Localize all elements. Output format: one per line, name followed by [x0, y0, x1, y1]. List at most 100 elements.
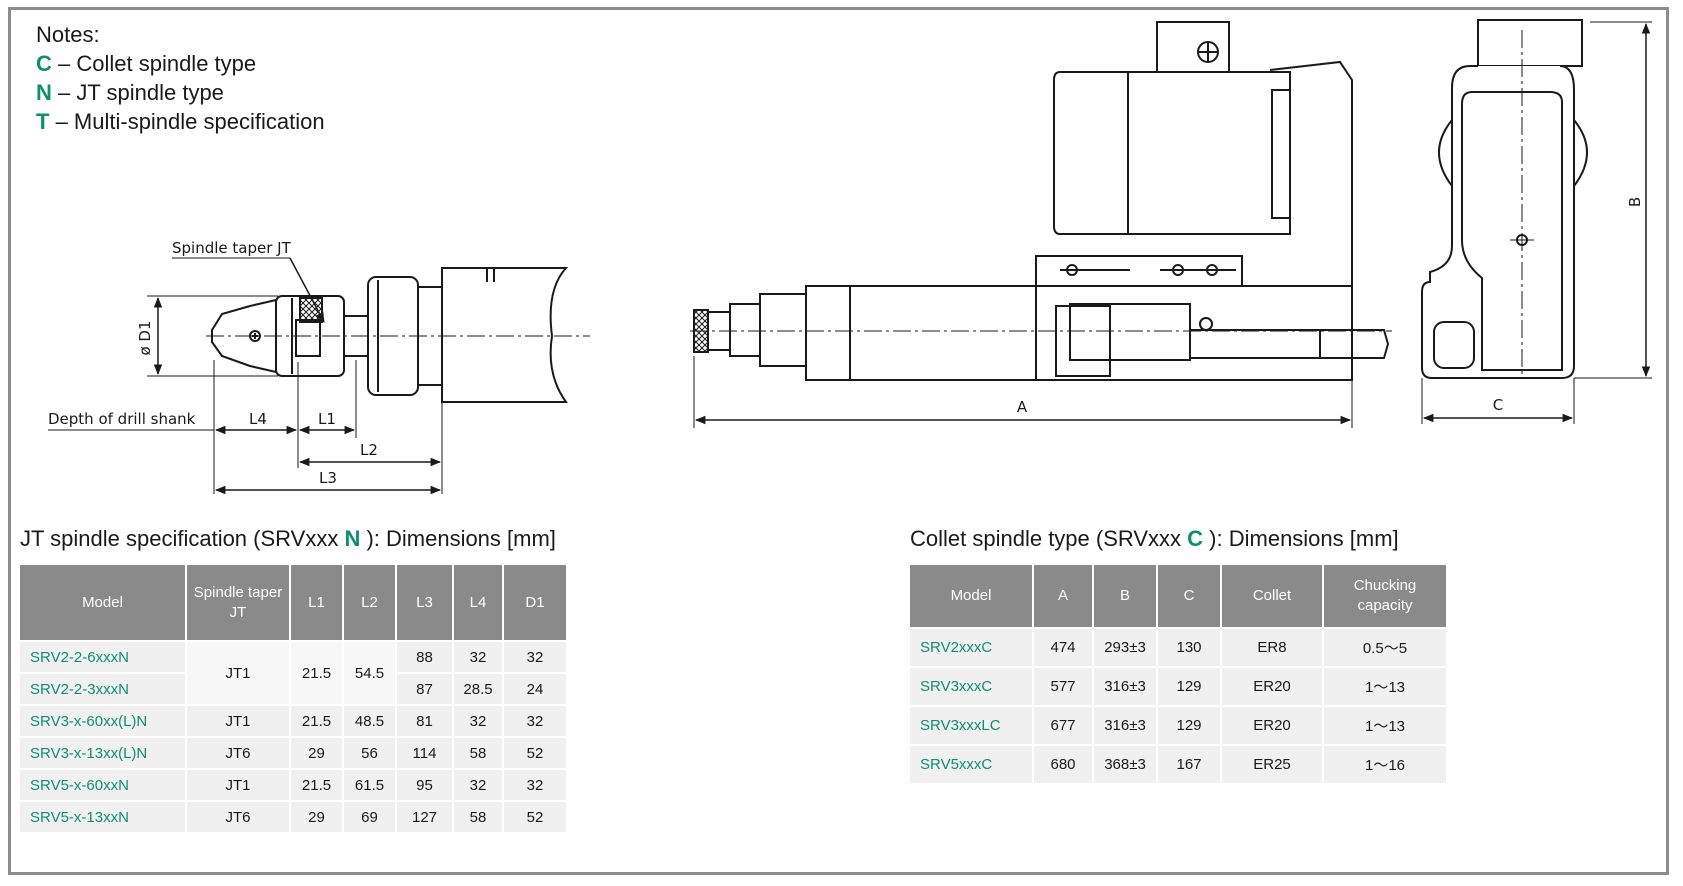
cell-taper: JT1 [187, 770, 289, 800]
cell-capacity: 1～13 [1324, 707, 1446, 744]
collet-title-post: ): Dimensions [mm] [1203, 526, 1399, 551]
col-header-capacity: Chucking capacity [1324, 565, 1446, 627]
table-row: SRV3xxxLC 677 316±3 129 ER20 1～13 [910, 707, 1446, 744]
cell-l2: 48.5 [344, 706, 395, 736]
label-a: A [1017, 398, 1028, 416]
label-c: C [1493, 396, 1503, 414]
cell-model: SRV2-2-3xxxN [20, 674, 185, 704]
cell-l1: 21.5 [291, 770, 342, 800]
cell-l2: 54.5 [344, 642, 395, 704]
label-depth: Depth of drill shank [48, 410, 196, 428]
table-row: SRV3xxxC 577 316±3 129 ER20 1～13 [910, 668, 1446, 705]
cell-l4: 28.5 [454, 674, 502, 704]
label-d1: ø D1 [136, 320, 154, 355]
cell-b: 368±3 [1094, 746, 1156, 783]
jt-spec-table: Model Spindle taper JT L1 L2 L3 L4 D1 SR… [18, 563, 568, 834]
cell-c: 129 [1158, 668, 1220, 705]
col-header-b: B [1094, 565, 1156, 627]
cell-b: 316±3 [1094, 668, 1156, 705]
col-header-d1: D1 [504, 565, 566, 640]
cell-c: 129 [1158, 707, 1220, 744]
table-row: SRV5xxxC 680 368±3 167 ER25 1～16 [910, 746, 1446, 783]
cell-d1: 52 [504, 738, 566, 768]
collet-title-code: C [1187, 526, 1204, 551]
cell-c: 130 [1158, 629, 1220, 666]
cell-a: 577 [1034, 668, 1092, 705]
cell-collet: ER20 [1222, 707, 1322, 744]
cell-l4: 32 [454, 642, 502, 672]
cell-l1: 21.5 [291, 706, 342, 736]
cell-l2: 56 [344, 738, 395, 768]
cell-l3: 114 [397, 738, 452, 768]
cell-l4: 58 [454, 802, 502, 832]
collet-side-view [690, 21, 1392, 428]
cell-b: 316±3 [1094, 707, 1156, 744]
label-b: B [1626, 197, 1644, 207]
cell-model: SRV2xxxC [910, 629, 1032, 666]
table-row: SRV5-x-13xxN JT6 29 69 127 58 52 [20, 802, 566, 832]
col-header-a: A [1034, 565, 1092, 627]
col-header-model: Model [20, 565, 185, 640]
cell-a: 474 [1034, 629, 1092, 666]
note-code: C [36, 51, 52, 76]
col-header-taper: Spindle taper JT [187, 565, 289, 640]
table-row: SRV2-2-6xxxN JT1 21.5 54.5 88 32 32 [20, 642, 566, 704]
label-spindle-taper: Spindle taper JT [172, 239, 292, 257]
cell-l1: 29 [291, 802, 342, 832]
note-text: – Collet spindle type [51, 51, 257, 76]
notes-block: Notes: C – Collet spindle type N – JT sp… [36, 20, 325, 136]
cell-l3: 88 [397, 642, 452, 672]
technical-drawings: Spindle taper JT ø D1 Depth of drill sha… [48, 19, 1652, 495]
jt-title-pre: JT spindle specification (SRVxxx [20, 526, 345, 551]
cell-l1: 21.5 [291, 642, 342, 704]
cell-l3: 127 [397, 802, 452, 832]
table-row: SRV2xxxC 474 293±3 130 ER8 0.5～5 [910, 629, 1446, 666]
cell-d1: 32 [504, 706, 566, 736]
cell-taper: JT1 [187, 706, 289, 736]
cell-d1: 24 [504, 674, 566, 704]
cell-collet: ER8 [1222, 629, 1322, 666]
collet-front-view [1421, 19, 1652, 424]
table-row: SRV3-x-60xx(L)N JT1 21.5 48.5 81 32 32 [20, 706, 566, 736]
table-header-row: Model A B C Collet Chucking capacity [910, 565, 1446, 627]
cell-a: 680 [1034, 746, 1092, 783]
collet-title-pre: Collet spindle type (SRVxxx [910, 526, 1188, 551]
cell-taper: JT6 [187, 802, 289, 832]
note-item-c: C – Collet spindle type [36, 49, 325, 78]
cell-d1: 32 [504, 770, 566, 800]
col-header-l4: L4 [454, 565, 502, 640]
page-frame [8, 7, 1669, 875]
cell-taper: JT6 [187, 738, 289, 768]
cell-l3: 87 [397, 674, 452, 704]
notes-title: Notes: [36, 22, 100, 47]
table-row: SRV3-x-13xx(L)N JT6 29 56 114 58 52 [20, 738, 566, 768]
cell-l4: 32 [454, 770, 502, 800]
label-l2: L2 [360, 441, 378, 459]
label-l4: L4 [249, 410, 267, 428]
cell-collet: ER20 [1222, 668, 1322, 705]
cell-collet: ER25 [1222, 746, 1322, 783]
note-code: N [36, 80, 52, 105]
cell-l2: 69 [344, 802, 395, 832]
note-code: T [36, 109, 50, 134]
cell-l4: 32 [454, 706, 502, 736]
note-text: – JT spindle type [51, 80, 224, 105]
label-l3: L3 [319, 469, 337, 487]
table-header-row: Model Spindle taper JT L1 L2 L3 L4 D1 [20, 565, 566, 640]
cell-b: 293±3 [1094, 629, 1156, 666]
collet-table-title: Collet spindle type (SRVxxx C ): Dimensi… [910, 526, 1399, 552]
col-header-collet: Collet [1222, 565, 1322, 627]
col-header-l1: L1 [291, 565, 342, 640]
cell-model: SRV3-x-60xx(L)N [20, 706, 185, 736]
table-row: SRV5-x-60xxN JT1 21.5 61.5 95 32 32 [20, 770, 566, 800]
cell-model: SRV3-x-13xx(L)N [20, 738, 185, 768]
collet-spec-table: Model A B C Collet Chucking capacity SRV… [908, 563, 1448, 785]
jt-title-code: N [344, 526, 361, 551]
cell-l4: 58 [454, 738, 502, 768]
cell-model: SRV5-x-13xxN [20, 802, 185, 832]
cell-taper: JT1 [187, 642, 289, 704]
note-text: – Multi-spindle specification [49, 109, 325, 134]
col-header-l2: L2 [344, 565, 395, 640]
note-item-t: T – Multi-spindle specification [36, 107, 325, 136]
cell-model: SRV2-2-6xxxN [20, 642, 185, 672]
